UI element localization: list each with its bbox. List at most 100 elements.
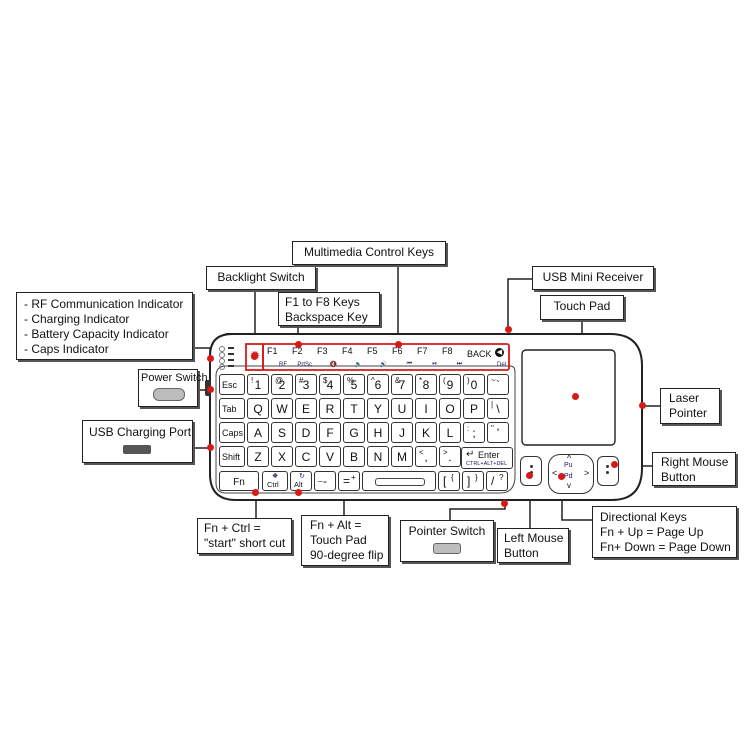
key[interactable]: C bbox=[295, 446, 317, 467]
key-label: R bbox=[325, 402, 335, 416]
enter-key[interactable]: ↵ Enter CTRL+ALT+DEL bbox=[461, 447, 513, 469]
key-shift-label: < bbox=[419, 448, 424, 457]
key[interactable]: S bbox=[271, 422, 293, 443]
key[interactable]: W bbox=[271, 398, 293, 419]
key[interactable]: !1 bbox=[247, 374, 269, 395]
key-shift-label: * bbox=[419, 376, 423, 385]
f3-key[interactable]: F3🔇 bbox=[315, 345, 340, 369]
usb-charging-port-label: USB Charging Port bbox=[89, 425, 192, 439]
enter-key-sub: CTRL+ALT+DEL bbox=[466, 461, 508, 467]
key[interactable]: G bbox=[343, 422, 365, 443]
back-arrow-icon: ◀ bbox=[495, 348, 504, 357]
f5-key[interactable]: F5🔊 bbox=[365, 345, 390, 369]
close-bracket-key[interactable]: } ] bbox=[462, 471, 484, 491]
f-key-label: F2 bbox=[292, 346, 303, 356]
key-tab[interactable]: Tab bbox=[219, 398, 245, 419]
fn-key[interactable]: Fn bbox=[219, 471, 259, 491]
close-bracket-label: ] bbox=[467, 474, 471, 488]
key[interactable]: $4 bbox=[319, 374, 341, 395]
marker-usb-charging-port bbox=[207, 444, 214, 451]
close-brace-label: } bbox=[475, 473, 478, 482]
callout-pointer-switch: Pointer Switch bbox=[400, 520, 494, 562]
key[interactable]: R bbox=[319, 398, 341, 419]
key[interactable]: |\ bbox=[487, 398, 509, 419]
key[interactable]: L bbox=[439, 422, 461, 443]
key[interactable]: V bbox=[319, 446, 341, 467]
key[interactable]: ^6 bbox=[367, 374, 389, 395]
callout-backlight-switch: Backlight Switch bbox=[206, 266, 316, 290]
key[interactable]: %5 bbox=[343, 374, 365, 395]
key[interactable]: <, bbox=[415, 446, 437, 467]
key-label: , bbox=[424, 450, 428, 464]
key-label: ' bbox=[496, 426, 500, 440]
page-up-label: Fn + Up = Page Up bbox=[600, 525, 704, 539]
key-label: E bbox=[301, 402, 310, 416]
marker-right-mouse bbox=[611, 461, 618, 468]
key-esc[interactable]: Esc bbox=[219, 374, 245, 395]
key[interactable]: E bbox=[295, 398, 317, 419]
directional-pad[interactable]: ^ Pu < > Pd v bbox=[548, 453, 594, 494]
key[interactable]: U bbox=[391, 398, 413, 419]
key[interactable]: B bbox=[343, 446, 365, 467]
key-shift-label: ~ bbox=[491, 376, 496, 385]
indicator-rf-label: - RF Communication Indicator bbox=[24, 297, 184, 311]
key[interactable]: :; bbox=[463, 422, 485, 443]
key-label: T bbox=[350, 402, 358, 416]
key[interactable]: I bbox=[415, 398, 437, 419]
key[interactable]: F bbox=[319, 422, 341, 443]
pointer-switch-label: Pointer Switch bbox=[408, 524, 486, 538]
key[interactable]: H bbox=[367, 422, 389, 443]
marker-pointer-switch bbox=[501, 500, 508, 507]
f6-key[interactable]: F6⏮ bbox=[390, 345, 415, 369]
f4-key[interactable]: F4🔉 bbox=[340, 345, 365, 369]
key[interactable]: X bbox=[271, 446, 293, 467]
key-shift[interactable]: Shift bbox=[219, 446, 245, 467]
key[interactable]: A bbox=[247, 422, 269, 443]
alt-key[interactable]: ↻ Alt bbox=[290, 471, 312, 491]
key[interactable]: J bbox=[391, 422, 413, 443]
f-key-label: F1 bbox=[267, 346, 278, 356]
f7-key[interactable]: F7⏯ bbox=[415, 345, 440, 369]
key[interactable]: #3 bbox=[295, 374, 317, 395]
minus-key[interactable]: _ - bbox=[314, 471, 336, 491]
minus-key-main: - bbox=[323, 474, 327, 488]
key[interactable]: Z bbox=[247, 446, 269, 467]
key[interactable]: )0 bbox=[463, 374, 485, 395]
key-label: \ bbox=[496, 402, 500, 416]
dpad-left-icon: < bbox=[552, 468, 558, 478]
key[interactable]: K bbox=[415, 422, 437, 443]
key[interactable]: "' bbox=[487, 422, 509, 443]
key[interactable]: &7 bbox=[391, 374, 413, 395]
callout-multimedia-keys: Multimedia Control Keys bbox=[292, 241, 446, 265]
rotate-icon: ↻ bbox=[299, 473, 305, 480]
plus-key[interactable]: + = bbox=[338, 471, 360, 491]
key[interactable]: Y bbox=[367, 398, 389, 419]
key[interactable]: (9 bbox=[439, 374, 461, 395]
key[interactable]: M bbox=[391, 446, 413, 467]
key[interactable]: N bbox=[367, 446, 389, 467]
key[interactable]: @2 bbox=[271, 374, 293, 395]
indicator-leds bbox=[219, 346, 235, 370]
fn-alt-flip-label: 90-degree flip bbox=[310, 548, 384, 562]
key[interactable]: D bbox=[295, 422, 317, 443]
key[interactable]: Q bbox=[247, 398, 269, 419]
key-label: B bbox=[349, 450, 358, 464]
f-key-sub: ⏮ bbox=[406, 361, 412, 367]
open-bracket-key[interactable]: { [ bbox=[438, 471, 460, 491]
space-key[interactable] bbox=[362, 471, 436, 491]
marker-power-switch bbox=[207, 386, 214, 393]
key[interactable]: ~` bbox=[487, 374, 509, 395]
f8-key[interactable]: F8⏭ bbox=[440, 345, 465, 369]
key[interactable]: *8 bbox=[415, 374, 437, 395]
key[interactable]: O bbox=[439, 398, 461, 419]
ctrl-key[interactable]: ❖ Ctrl bbox=[262, 471, 288, 491]
back-key[interactable]: BACK◀Del bbox=[465, 345, 509, 369]
key-caps[interactable]: Caps bbox=[219, 422, 245, 443]
slash-key[interactable]: ? / bbox=[486, 471, 508, 491]
key[interactable]: T bbox=[343, 398, 365, 419]
key[interactable]: >. bbox=[439, 446, 461, 467]
left-mouse-button[interactable] bbox=[520, 456, 542, 486]
key[interactable]: P bbox=[463, 398, 485, 419]
